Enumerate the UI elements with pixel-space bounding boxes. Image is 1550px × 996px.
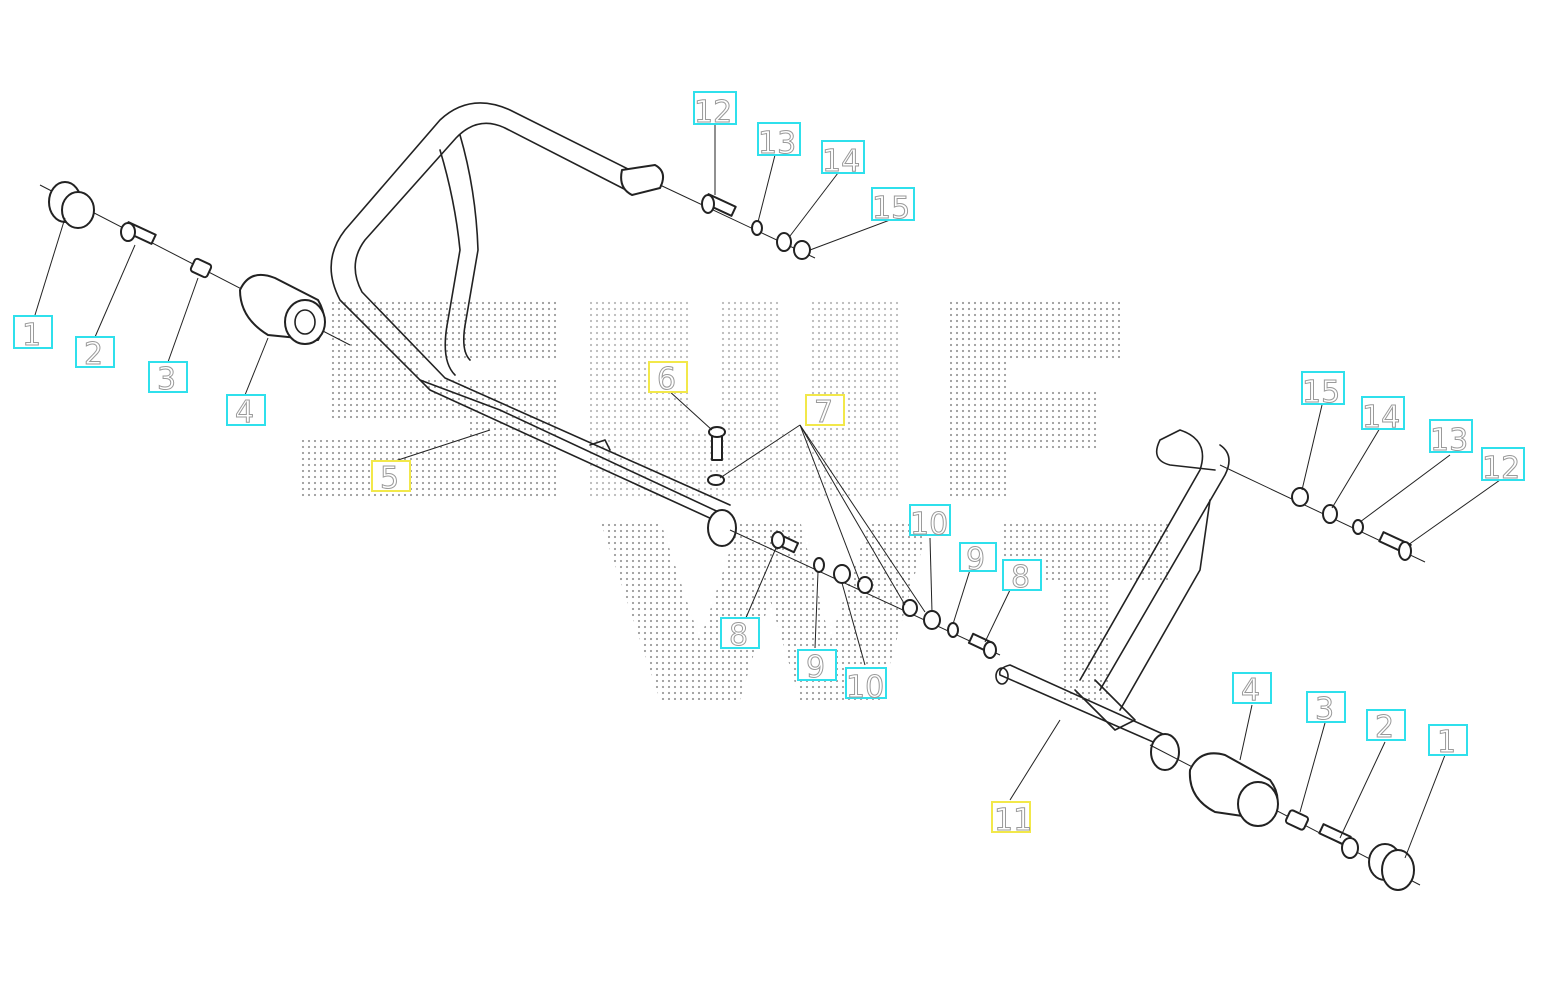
- bolt-right: [1318, 823, 1359, 859]
- callout-10a: 10: [845, 667, 887, 706]
- callout-7: 7: [805, 394, 845, 431]
- bolt-8b: [967, 632, 997, 659]
- right-hardware: [1219, 464, 1426, 563]
- svg-text:14: 14: [1362, 400, 1400, 435]
- svg-text:4: 4: [235, 395, 254, 430]
- svg-text:12: 12: [694, 95, 732, 130]
- watermark: [300, 300, 1170, 700]
- washer-13a: [751, 220, 763, 236]
- svg-text:13: 13: [1430, 423, 1468, 458]
- bolt-12a: [701, 193, 737, 217]
- callout-8a: 8: [720, 617, 760, 654]
- bolt-8a: [771, 531, 800, 554]
- washer-13b: [1352, 519, 1364, 535]
- top-hardware: [659, 184, 816, 260]
- svg-text:5: 5: [380, 461, 399, 496]
- callout-5: 5: [371, 460, 411, 497]
- svg-text:15: 15: [872, 191, 910, 226]
- washer-10a: [833, 564, 851, 584]
- callout-4b: 4: [1232, 672, 1272, 709]
- svg-text:9: 9: [966, 542, 985, 577]
- callout-12b: 12: [1481, 447, 1525, 487]
- right-slider-assembly: [1149, 744, 1421, 891]
- callout-15b: 15: [1301, 371, 1345, 411]
- svg-text:6: 6: [657, 362, 676, 397]
- slider-right: [1188, 752, 1279, 827]
- callout-8b: 8: [1002, 559, 1042, 596]
- callout-6: 6: [648, 361, 688, 398]
- callout-3b: 3: [1306, 691, 1346, 728]
- callout-11: 11: [991, 801, 1033, 839]
- callout-12a: 12: [693, 91, 737, 131]
- bolt-12b: [1378, 531, 1412, 561]
- bolt-left: [120, 221, 157, 245]
- callout-13b: 13: [1429, 419, 1473, 459]
- bolt-6: [707, 426, 726, 486]
- svg-text:8: 8: [729, 618, 748, 653]
- svg-text:1: 1: [22, 318, 41, 353]
- washer-14b: [1322, 504, 1338, 524]
- svg-text:10: 10: [910, 507, 948, 542]
- nut-a: [857, 576, 873, 594]
- middle-hardware: [707, 426, 1001, 659]
- svg-text:15: 15: [1302, 375, 1340, 410]
- callout-2b: 2: [1366, 709, 1406, 746]
- leader-lines: [34, 125, 1501, 859]
- svg-text:8: 8: [1011, 560, 1030, 595]
- svg-text:4: 4: [1241, 673, 1260, 708]
- end-cap-left: [48, 181, 95, 229]
- callout-10b: 10: [909, 504, 951, 543]
- svg-text:10: 10: [846, 670, 884, 705]
- callout-1a: 1: [13, 315, 53, 354]
- callout-13a: 13: [757, 122, 801, 162]
- left-slider-assembly: [39, 181, 351, 346]
- end-cap-right: [1368, 843, 1415, 891]
- callout-14a: 14: [821, 140, 865, 180]
- svg-text:14: 14: [822, 144, 860, 179]
- callout-9a: 9: [797, 649, 837, 686]
- callouts: 1 2 3 4 5 6 7 8 9 10 10 9 8 11 12 13 14 …: [13, 91, 1525, 839]
- svg-text:13: 13: [758, 126, 796, 161]
- callout-1b: 1: [1428, 724, 1468, 761]
- callout-14b: 14: [1361, 396, 1405, 436]
- spacer-left: [189, 257, 213, 279]
- svg-text:1: 1: [1437, 725, 1456, 760]
- svg-text:9: 9: [806, 650, 825, 685]
- right-crash-bar: [995, 429, 1230, 771]
- svg-text:7: 7: [814, 395, 833, 430]
- callout-3a: 3: [148, 361, 188, 398]
- callout-9b: 9: [959, 542, 997, 578]
- left-crash-bar: [330, 102, 737, 547]
- callout-15a: 15: [871, 187, 915, 227]
- nut-15a: [793, 240, 811, 260]
- nut-15b: [1291, 487, 1309, 507]
- nut-b: [902, 599, 918, 617]
- svg-text:3: 3: [1315, 692, 1334, 727]
- svg-text:12: 12: [1482, 451, 1520, 486]
- washer-10b: [923, 610, 941, 630]
- washer-9b: [947, 622, 959, 638]
- callout-2a: 2: [75, 336, 115, 373]
- svg-text:2: 2: [1375, 710, 1394, 745]
- svg-text:11: 11: [994, 803, 1032, 838]
- svg-text:3: 3: [157, 362, 176, 397]
- spacer-right: [1284, 809, 1310, 831]
- svg-text:2: 2: [84, 337, 103, 372]
- slider-left: [239, 274, 326, 345]
- washer-9a: [813, 557, 825, 573]
- callout-4a: 4: [226, 394, 266, 431]
- washer-14a: [776, 232, 792, 252]
